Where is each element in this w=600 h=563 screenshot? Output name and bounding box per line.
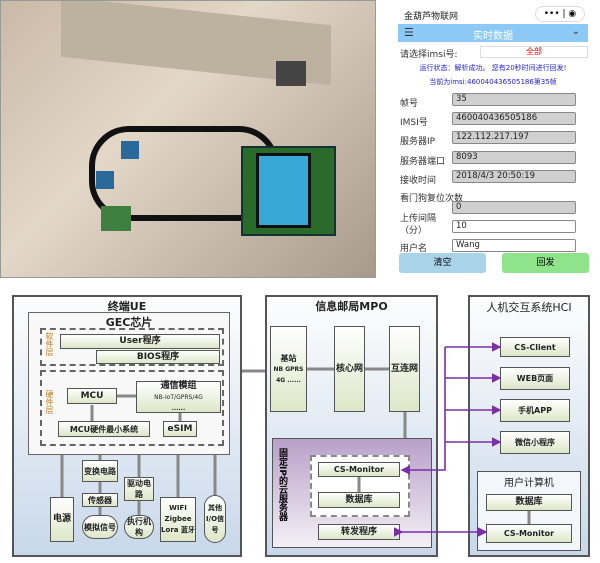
server-database: 数据库	[318, 492, 400, 508]
server-port-field[interactable]: 8093	[452, 151, 576, 164]
watchdog-field[interactable]: 0	[452, 201, 576, 214]
field-label: IMSI号	[400, 118, 428, 128]
db-arrows	[357, 477, 531, 524]
user-label: 用户名	[400, 244, 428, 254]
cs-monitor-user: CS-Monitor	[486, 524, 572, 543]
reply-button[interactable]: 回发	[502, 253, 589, 273]
drive-circuit: 驱动电路	[124, 477, 154, 501]
base-sub: NB GPRS 4G ......	[273, 365, 304, 384]
hardware-layer-label: 硬件层	[45, 390, 54, 414]
comm-sub: NB-IoT/GPRS/4G	[154, 393, 203, 401]
imsi-field[interactable]: 460040436505186	[452, 112, 576, 125]
field-label: 接收时间	[400, 176, 437, 186]
web-page: WEB页面	[500, 367, 570, 390]
user-program: User程序	[60, 334, 220, 349]
device-photo	[0, 0, 376, 278]
peripheral-arrows	[60, 455, 217, 515]
wireless-block: WIFI Zigbee Lora 蓝牙	[160, 497, 196, 542]
sensor-block: 传感器	[82, 493, 118, 507]
upload-label: 上传间隔	[400, 214, 437, 224]
imsi-select[interactable]: 全部	[480, 46, 588, 58]
field-label: 帧号	[400, 99, 419, 109]
server-ip-field[interactable]: 122.112.217.197	[452, 131, 576, 144]
esim-block: eSIM	[163, 421, 197, 437]
hamburger-icon[interactable]: ☰	[404, 26, 414, 39]
receive-time-field[interactable]: 2018/4/3 20:50:19	[452, 170, 576, 183]
mcu-block: MCU	[67, 388, 117, 404]
internet: 互连网	[389, 326, 420, 412]
software-layer-label: 软件层	[45, 332, 54, 356]
photo-module	[276, 61, 306, 86]
field-label: 服务器IP	[400, 137, 436, 147]
comm-more: ......	[171, 404, 186, 412]
frame-field[interactable]: 35	[452, 93, 576, 106]
mobile-app: 手机APP	[500, 399, 570, 422]
status-text: 运行状态：解析成功。 您有20秒时间进行回发!	[419, 64, 567, 72]
ue-title: 终端UE	[107, 300, 147, 313]
software-layer	[40, 328, 224, 366]
select-label: 请选择imsi号:	[400, 50, 458, 60]
power-block: 电源	[50, 497, 74, 542]
hci-title: 人机交互系统HCI	[486, 301, 572, 314]
upload-interval-input[interactable]: 10	[452, 220, 576, 233]
base-station: 基站 NB GPRS 4G ......	[270, 326, 307, 412]
menu-title: 实时数据	[473, 31, 513, 42]
close-circle-icon[interactable]: ◉	[568, 9, 577, 19]
hardware-layer	[40, 370, 224, 446]
photo-sensor	[101, 206, 131, 231]
gec-chip-title: GEC芯片	[105, 316, 153, 329]
menu-bar: ☰ 实时数据 ⌄	[398, 24, 588, 42]
more-icon[interactable]: •••	[543, 9, 560, 19]
convert-circuit: 变换电路	[82, 460, 118, 482]
photo-sensor	[121, 141, 139, 159]
chip-arrows	[90, 394, 182, 421]
phone-screen: 金葫芦物联网 ••• | ◉ ☰ 实时数据 ⌄ 请选择imsi号: 全部 运行状…	[392, 0, 594, 280]
field-label: 服务器端口	[400, 157, 446, 167]
username-input[interactable]: Wang	[452, 239, 576, 252]
actuator: 执行机构	[124, 515, 154, 539]
io-signal: 其他I/O信号	[204, 495, 226, 543]
comm-module-block: 通信模组 NB-IoT/GPRS/4G......	[136, 381, 221, 413]
mcu-min-system: MCU硬件最小系统	[58, 421, 150, 437]
user-database: 数据库	[486, 494, 572, 511]
base-title: 基站	[280, 353, 297, 363]
current-text: 当前为imsi:460040436505186第35帧	[429, 78, 557, 86]
comm-title: 通信模组	[160, 380, 197, 391]
upload-unit: （分）	[400, 226, 428, 236]
monitor-link	[400, 347, 446, 475]
user-pc-title: 用户计算机	[504, 478, 554, 489]
cloud-server-label: 固定IP的云服务器	[277, 448, 287, 521]
photo-lcd-screen	[256, 153, 311, 228]
analog-signal: 模拟信号	[82, 515, 118, 539]
forward-program: 转发程序	[318, 524, 400, 540]
mpo-title: 信息邮局MPO	[315, 300, 388, 313]
clear-button[interactable]: 清空	[399, 253, 486, 273]
cs-monitor-server: CS-Monitor	[318, 462, 400, 477]
photo-sensor	[96, 171, 114, 189]
miniprogram-capsule[interactable]: ••• | ◉	[535, 6, 585, 22]
app-title: 金葫芦物联网	[404, 12, 459, 22]
core-network: 核心网	[334, 326, 365, 412]
watchdog-label: 看门狗复位次数	[400, 194, 464, 204]
bios-program: BIOS程序	[96, 350, 220, 364]
chevron-down-icon[interactable]: ⌄	[571, 26, 580, 37]
